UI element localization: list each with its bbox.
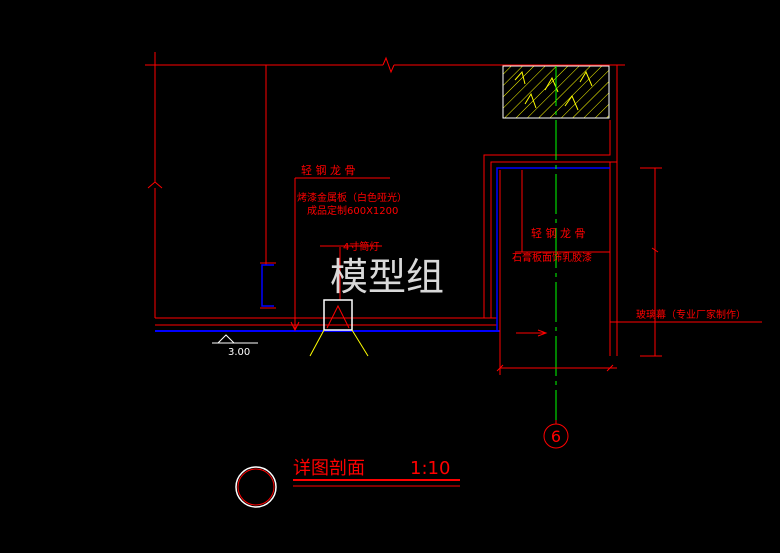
ceiling-panel [155,317,500,332]
label-glass-curtain: 玻璃幕（专业厂家制作） [636,308,746,321]
title-text: 详图剖面 [293,458,365,479]
axis-bubble [543,420,569,449]
axis-number: 6 [551,427,561,446]
left-wall-line [147,52,163,318]
label-finished-custom-size: 成品定制600X1200 [307,204,398,217]
panel-leader-line [290,177,390,332]
label-gypsum-board-paint: 石膏板面饰乳胶漆 [512,251,592,264]
label-light-steel-keel-right: 轻 钢 龙 骨 [531,226,586,240]
keel-bracket-outline [260,262,276,309]
label-paint-metal-panel: 烤漆金属板（白色哑光） [297,191,407,204]
wall-step-red [483,65,618,375]
watermark-text: 模型组 [330,255,444,299]
bottom-dimension [496,364,617,372]
title-block [235,466,460,508]
title-scale: 1:10 [410,458,450,479]
downlight-fixture [309,245,382,357]
right-dimension [640,167,662,357]
keel-right-leader [515,170,610,337]
wall-step-blue [496,167,610,332]
label-downlight: 4寸筒灯 [343,240,379,253]
label-light-steel-keel-top: 轻 钢 龙 骨 [301,163,356,177]
elevation-marker [212,334,258,344]
keel-bracket [261,264,274,307]
label-elevation: 3.00 [228,347,250,358]
top-break-line [145,56,625,74]
